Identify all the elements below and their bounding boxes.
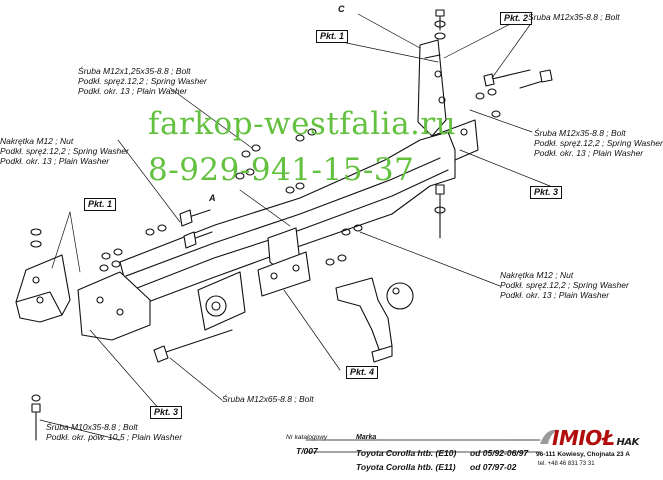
bolts	[31, 9, 553, 441]
catalog-number: T/007	[296, 446, 318, 456]
tow-ball	[335, 277, 414, 363]
watermark-site: farkop-westfalia.ru	[148, 106, 457, 142]
callout-pkt1-top: Pkt. 1	[316, 30, 349, 43]
callout-letter-a: A	[209, 193, 216, 203]
brand-header: Marka	[356, 434, 377, 441]
crossbar-beam	[119, 131, 456, 303]
right-bracket	[417, 39, 479, 161]
center-bracket	[257, 227, 311, 297]
callout-pkt3-bottom: Pkt. 3	[150, 406, 183, 419]
callout-letter-c: C	[338, 4, 345, 14]
left-bracket	[15, 254, 151, 341]
date-2: od 07/97-02	[470, 462, 517, 472]
leader-lines	[39, 13, 561, 441]
model-1: Toyota Corolla htb. (E10)	[356, 448, 457, 458]
title-block-lines	[305, 439, 541, 453]
label-top-left: Śruba M12x1,25x35-8.8 ; Bolt Podkł. sprę…	[78, 66, 207, 96]
label-right-bolt: Śruba M12x35-8.8 ; Bolt Podkł. spręż.12,…	[534, 128, 663, 158]
label-top-right-bolt: Śruba M12x35-8.8 ; Bolt	[528, 12, 620, 22]
catalog-header: Nr katalogowy	[286, 434, 328, 441]
socket-plate	[197, 271, 246, 331]
date-1: od 05/92-06/97	[470, 448, 529, 458]
model-2: Toyota Corolla htb. (E11)	[356, 462, 456, 472]
callout-pkt2: Pkt. 2	[500, 12, 533, 25]
company-address: 96-111 Kowiesy, Chojnata 23 A	[536, 451, 630, 458]
company-logo-mark	[540, 429, 558, 444]
towbar-exploded-drawing	[15, 9, 561, 453]
label-left-nut: Nakrętka M12 ; Nut Podkł. spręż.12,2 ; S…	[0, 136, 129, 166]
label-bottom-bolt: Śruba M12x65-8.8 ; Bolt	[222, 394, 314, 404]
label-bottom-left: Śruba M10x35-8.8 ; Bolt Podkł. okr. pow.…	[46, 422, 183, 442]
callout-pkt4: Pkt. 4	[346, 366, 379, 379]
watermark-phone: 8-929-941-15-37	[148, 152, 415, 188]
callout-pkt3-right: Pkt. 3	[530, 186, 563, 199]
callout-pkt1-left: Pkt. 1	[84, 198, 117, 211]
washers	[30, 20, 501, 402]
label-right-nut: Nakrętka M12 ; Nut Podkł. spręż.12,2 ; S…	[500, 270, 629, 300]
company-phone: tel. +48 46 831 73 31	[538, 461, 595, 467]
